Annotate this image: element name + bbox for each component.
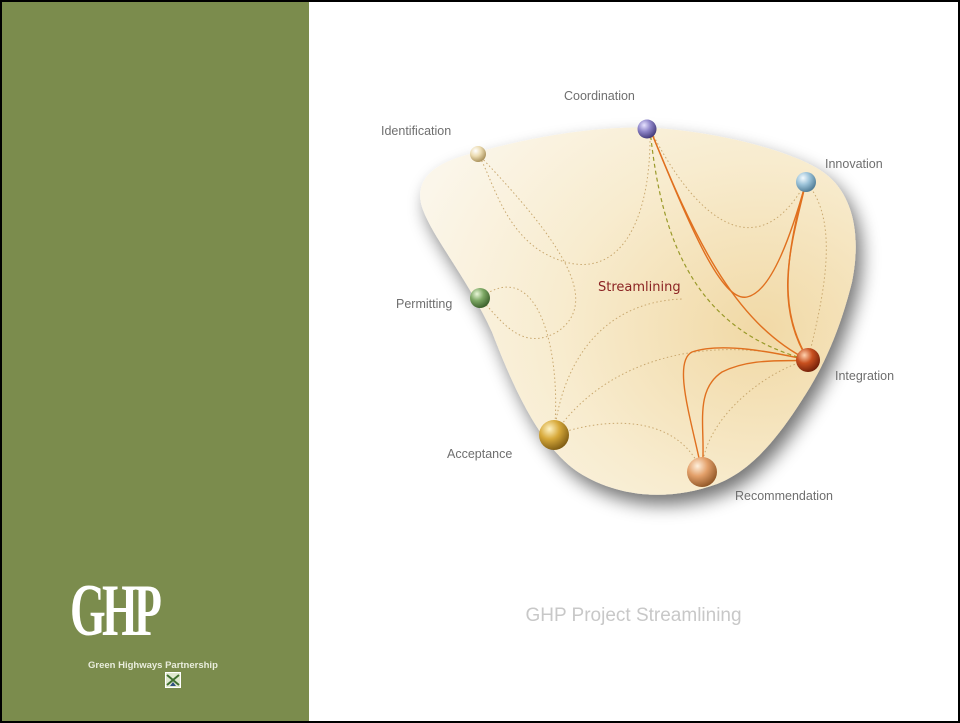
label-identification: Identification (381, 124, 451, 138)
node-integration: Integration (796, 348, 894, 383)
node-acceptance: Acceptance (447, 420, 569, 461)
connector-accept-recom (553, 422, 703, 473)
connector-recom-integ (701, 359, 809, 473)
connector-coord-ident (477, 128, 651, 265)
sidebar-panel (2, 2, 309, 721)
node-identification: Identification (381, 124, 486, 162)
node-recommendation: Recommendation (687, 457, 833, 503)
node-permitting: Permitting (396, 288, 490, 311)
highlight-recom-integ-a (682, 347, 809, 473)
connector-ident-perm (477, 153, 577, 339)
highlight-innov-integ-b (787, 181, 809, 361)
center-label-streamlining: Streamlining (598, 280, 681, 295)
label-acceptance: Acceptance (447, 447, 512, 461)
highlight-coord-integ (649, 128, 809, 361)
connector-accept-center (553, 298, 683, 436)
label-recommendation: Recommendation (735, 489, 833, 503)
connector-perm-accept (479, 286, 557, 436)
highlight-recom-integ-b (701, 359, 809, 473)
node-coordination: Coordination (564, 89, 657, 139)
node-innovation: Innovation (796, 157, 883, 192)
logo-letters: GHP (70, 570, 162, 652)
diagram-blob (420, 127, 856, 495)
highlight-connectors (649, 128, 809, 473)
logo-emblem-icon (165, 672, 181, 688)
label-coordination: Coordination (564, 89, 635, 103)
connector-coord-innov (649, 128, 807, 228)
label-permitting: Permitting (396, 297, 452, 311)
dashed-connector-coord-integ (649, 128, 809, 361)
label-innovation: Innovation (825, 157, 883, 171)
logo-subtitle: Green Highways Partnership (88, 660, 218, 671)
ghp-logo: GHP Green Highways Partnership (70, 574, 270, 704)
label-integration: Integration (835, 369, 894, 383)
slide-caption: GHP Project Streamlining (525, 605, 742, 626)
